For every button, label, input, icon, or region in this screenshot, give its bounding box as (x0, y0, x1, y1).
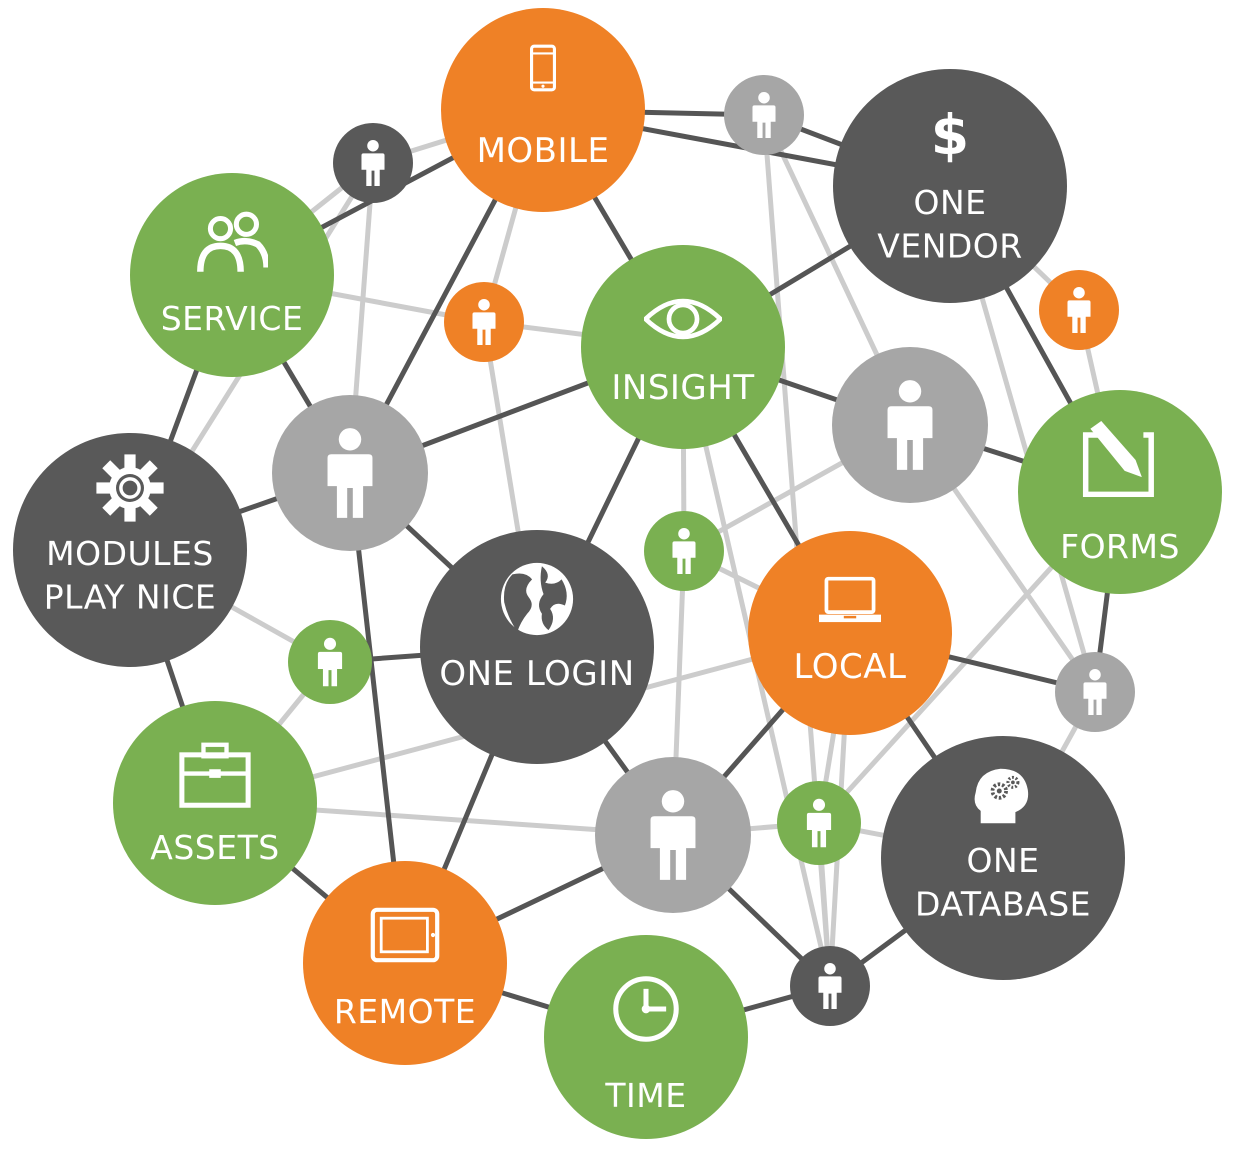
node-login: ONE LOGIN (420, 530, 654, 764)
node-label-remote: REMOTE (334, 992, 476, 1031)
node-circle-database (881, 736, 1125, 980)
node-label-modules-line1: MODULES (46, 534, 214, 573)
node-circle-modules (13, 433, 247, 667)
node-time: TIME (544, 935, 748, 1139)
node-p9 (595, 757, 751, 913)
globe-icon (500, 562, 574, 636)
node-insight: INSIGHT (581, 245, 785, 449)
node-p1 (333, 123, 413, 203)
node-p2 (724, 75, 804, 155)
node-service: SERVICE (130, 173, 334, 377)
node-assets: ASSETS (113, 701, 317, 905)
node-p3 (444, 282, 524, 362)
node-forms: FORMS (1018, 390, 1222, 594)
node-label-database-line2: DATABASE (915, 885, 1091, 924)
node-label-modules-line2: PLAY NICE (44, 578, 217, 617)
node-database: ONE DATABASE (881, 736, 1125, 980)
node-circle-login (420, 530, 654, 764)
node-p12 (790, 946, 870, 1026)
nodes: MOBILE ONE VENDOR SERVICE INSIGHT FORMS MODULE… (13, 8, 1222, 1139)
node-remote: REMOTE (303, 861, 507, 1065)
node-label-login: ONE LOGIN (439, 654, 634, 694)
node-label-database-line1: ONE (966, 841, 1039, 880)
node-circle-remote (303, 861, 507, 1065)
node-circle-vendor (833, 69, 1067, 303)
node-label-vendor-line1: ONE (913, 183, 986, 222)
node-label-time: TIME (604, 1076, 686, 1115)
node-label-insight: INSIGHT (611, 368, 754, 408)
node-label-local: LOCAL (794, 647, 907, 687)
node-label-mobile: MOBILE (477, 131, 610, 171)
node-circle-mobile (441, 8, 645, 212)
node-local: LOCAL (748, 531, 952, 735)
node-mobile: MOBILE (441, 8, 645, 212)
node-p7 (644, 511, 724, 591)
node-label-assets: ASSETS (150, 828, 279, 867)
node-label-vendor-line2: VENDOR (877, 227, 1022, 266)
node-circle-service (130, 173, 334, 377)
node-p6 (272, 395, 428, 551)
node-p11 (777, 781, 861, 865)
node-circle-insight (581, 245, 785, 449)
node-vendor: ONE VENDOR (833, 69, 1067, 303)
node-label-service: SERVICE (161, 299, 304, 338)
node-p10 (1055, 652, 1135, 732)
node-modules: MODULES PLAY NICE (13, 433, 247, 667)
gear-icon (95, 453, 165, 523)
dollar-icon (930, 106, 970, 166)
node-label-forms: FORMS (1060, 527, 1180, 566)
node-p8 (288, 620, 372, 704)
node-p5 (832, 347, 988, 503)
node-p4 (1039, 270, 1119, 350)
node-circle-local (748, 531, 952, 735)
